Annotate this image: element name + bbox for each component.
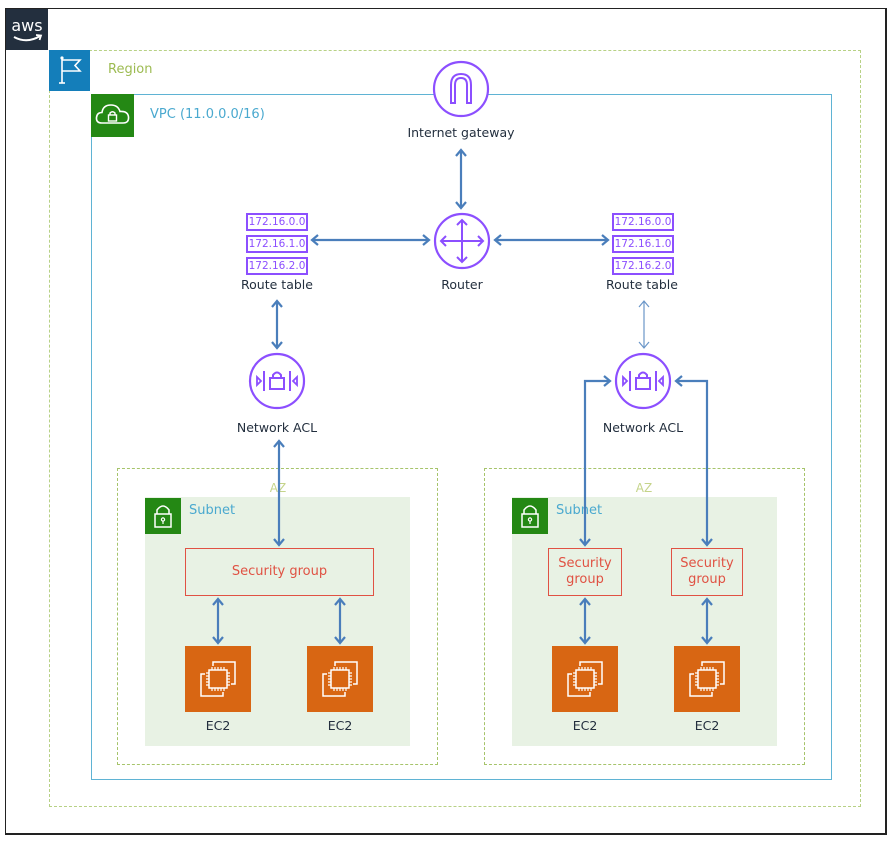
arrow-sg-ec2: [212, 597, 224, 645]
ec2-instance: [552, 646, 618, 712]
network-acl-icon: [614, 352, 672, 410]
arrow-router-rt-right: [493, 234, 610, 246]
network-acl-right-node: [614, 352, 672, 414]
router-node: [433, 212, 491, 274]
internet-gateway-node: [432, 60, 490, 122]
aws-logo: aws: [6, 9, 48, 50]
network-acl-left-node: [248, 352, 306, 414]
az-container-2: [484, 468, 805, 765]
flag-icon: [59, 56, 82, 84]
network-acl-icon: [248, 352, 306, 410]
route-entry: 172.16.2.0: [246, 257, 308, 275]
ec2-icon: [322, 661, 358, 697]
route-table-right-label: Route table: [606, 277, 678, 292]
security-group-2b: Security group: [671, 548, 743, 596]
subnet-badge-2: [512, 498, 548, 534]
arrow-rt-left-acl: [271, 299, 283, 350]
arrow-acl-left-sg: [273, 439, 285, 547]
route-entry: 172.16.0.0: [612, 213, 674, 231]
aws-logo-text: aws: [11, 16, 42, 35]
az-label-2: AZ: [635, 481, 653, 495]
diagram-frame: [5, 8, 887, 835]
route-entry: 172.16.0.0: [246, 213, 308, 231]
route-table-left: 172.16.0.0 172.16.1.0 172.16.2.0: [246, 213, 308, 279]
arrow-rt-left-router: [310, 234, 431, 246]
vpc-label: VPC (11.0.0.0/16): [150, 107, 265, 122]
network-acl-right-label: Network ACL: [602, 420, 684, 435]
security-group-2a: Security group: [548, 548, 622, 596]
ec2-label: EC2: [694, 718, 720, 733]
ec2-icon: [567, 661, 603, 697]
arrow-acl-right-sg-a: [579, 375, 612, 547]
route-entry: 172.16.2.0: [612, 257, 674, 275]
arrow-igw-router: [455, 148, 467, 210]
internet-gateway-icon: [432, 60, 490, 118]
ec2-icon: [200, 661, 236, 697]
lock-icon: [521, 505, 539, 528]
lock-icon: [154, 505, 172, 528]
route-table-right: 172.16.0.0 172.16.1.0 172.16.2.0: [612, 213, 674, 279]
ec2-instance: [674, 646, 740, 712]
ec2-instance: [185, 646, 251, 712]
region-container: [49, 50, 861, 807]
route-entry: 172.16.1.0: [246, 235, 308, 253]
arrow-sg-ec2: [579, 597, 591, 645]
az-container-1: [117, 468, 438, 765]
route-table-left-label: Route table: [241, 277, 313, 292]
arrow-acl-right-sg-b: [674, 375, 713, 547]
internet-gateway-label: Internet gateway: [407, 125, 515, 140]
subnet-label-2: Subnet: [556, 503, 603, 518]
arrow-rt-right-acl: [638, 300, 650, 349]
route-entry: 172.16.1.0: [612, 235, 674, 253]
ec2-instance: [307, 646, 373, 712]
router-icon: [433, 212, 491, 270]
region-badge: [49, 50, 90, 91]
arrow-sg-ec2: [334, 597, 346, 645]
subnet-label-1: Subnet: [189, 503, 236, 518]
arrow-sg-ec2: [701, 597, 713, 645]
network-acl-left-label: Network ACL: [236, 420, 318, 435]
cloud-lock-icon: [95, 104, 130, 124]
security-group-1: Security group: [185, 548, 374, 596]
ec2-label: EC2: [205, 718, 231, 733]
router-label: Router: [441, 277, 483, 292]
subnet-badge-1: [145, 498, 181, 534]
ec2-icon: [689, 661, 725, 697]
vpc-badge: [91, 94, 134, 137]
ec2-label: EC2: [572, 718, 598, 733]
ec2-label: EC2: [327, 718, 353, 733]
region-label: Region: [108, 62, 153, 77]
